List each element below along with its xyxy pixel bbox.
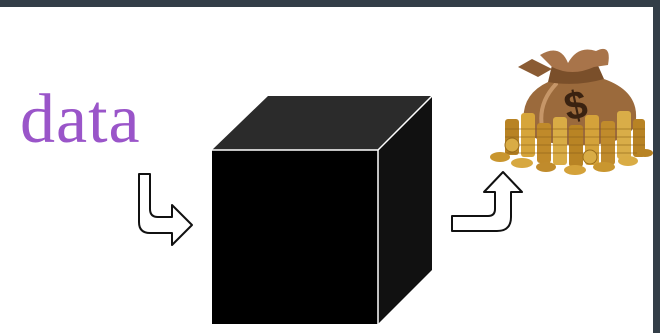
money-bag-icon: $ bbox=[0, 7, 653, 333]
diagram-canvas: data $ bbox=[0, 7, 653, 333]
